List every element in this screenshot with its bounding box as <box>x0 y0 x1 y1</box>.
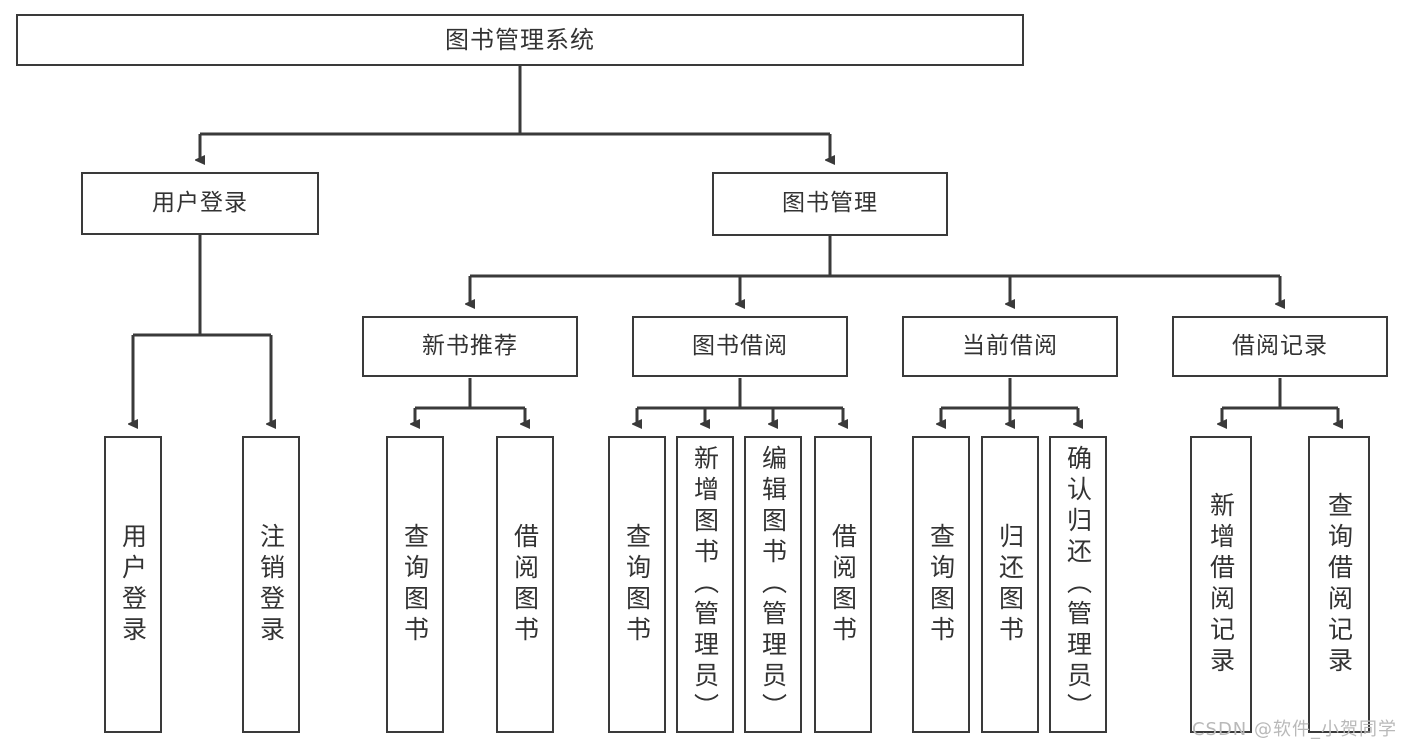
node-label: 新增借阅记录 <box>1206 491 1236 678</box>
node-label: 当前借阅 <box>962 332 1058 359</box>
leaf-new-book-borrow[interactable]: 借阅图书 <box>496 436 554 733</box>
node-book-management[interactable]: 图书管理 <box>712 172 948 236</box>
leaf-current-query-book[interactable]: 查询图书 <box>912 436 970 733</box>
node-new-book-recommend[interactable]: 新书推荐 <box>362 316 578 377</box>
node-label: 确认归还（管理员） <box>1063 445 1093 724</box>
node-label: 用户登录 <box>152 189 248 216</box>
node-label: 借阅图书 <box>828 522 858 647</box>
node-label: 查询借阅记录 <box>1324 491 1354 678</box>
watermark-csdn: CSDN @软件_小贺同学 <box>1191 719 1397 740</box>
leaf-add-book-admin[interactable]: 新增图书（管理员） <box>676 436 734 733</box>
node-label: 新书推荐 <box>422 332 518 359</box>
leaf-borrow-book[interactable]: 借阅图书 <box>814 436 872 733</box>
node-label: 图书借阅 <box>692 332 788 359</box>
leaf-new-book-query[interactable]: 查询图书 <box>386 436 444 733</box>
node-label: 编辑图书（管理员） <box>758 445 788 724</box>
leaf-query-borrow-record[interactable]: 查询借阅记录 <box>1308 436 1370 733</box>
node-label: 图书管理 <box>782 190 878 217</box>
leaf-edit-book-admin[interactable]: 编辑图书（管理员） <box>744 436 802 733</box>
node-label: 查询图书 <box>926 522 956 647</box>
node-label: 新增图书（管理员） <box>690 445 720 724</box>
leaf-logout[interactable]: 注销登录 <box>242 436 300 733</box>
node-root-system[interactable]: 图书管理系统 <box>16 14 1024 66</box>
leaf-return-book[interactable]: 归还图书 <box>981 436 1039 733</box>
node-label: 用户登录 <box>118 522 148 647</box>
node-label: 查询图书 <box>400 522 430 647</box>
node-label: 归还图书 <box>995 522 1025 647</box>
node-label: 注销登录 <box>256 522 286 647</box>
node-current-borrow[interactable]: 当前借阅 <box>902 316 1118 377</box>
node-borrow-record[interactable]: 借阅记录 <box>1172 316 1388 377</box>
leaf-borrow-query-book[interactable]: 查询图书 <box>608 436 666 733</box>
node-book-borrow[interactable]: 图书借阅 <box>632 316 848 377</box>
leaf-user-login[interactable]: 用户登录 <box>104 436 162 733</box>
node-label: 查询图书 <box>622 522 652 647</box>
leaf-add-borrow-record[interactable]: 新增借阅记录 <box>1190 436 1252 733</box>
node-user-login[interactable]: 用户登录 <box>81 172 319 235</box>
node-label: 借阅记录 <box>1232 332 1328 359</box>
node-label: 图书管理系统 <box>445 25 595 54</box>
node-label: 借阅图书 <box>510 522 540 647</box>
leaf-confirm-return-admin[interactable]: 确认归还（管理员） <box>1049 436 1107 733</box>
